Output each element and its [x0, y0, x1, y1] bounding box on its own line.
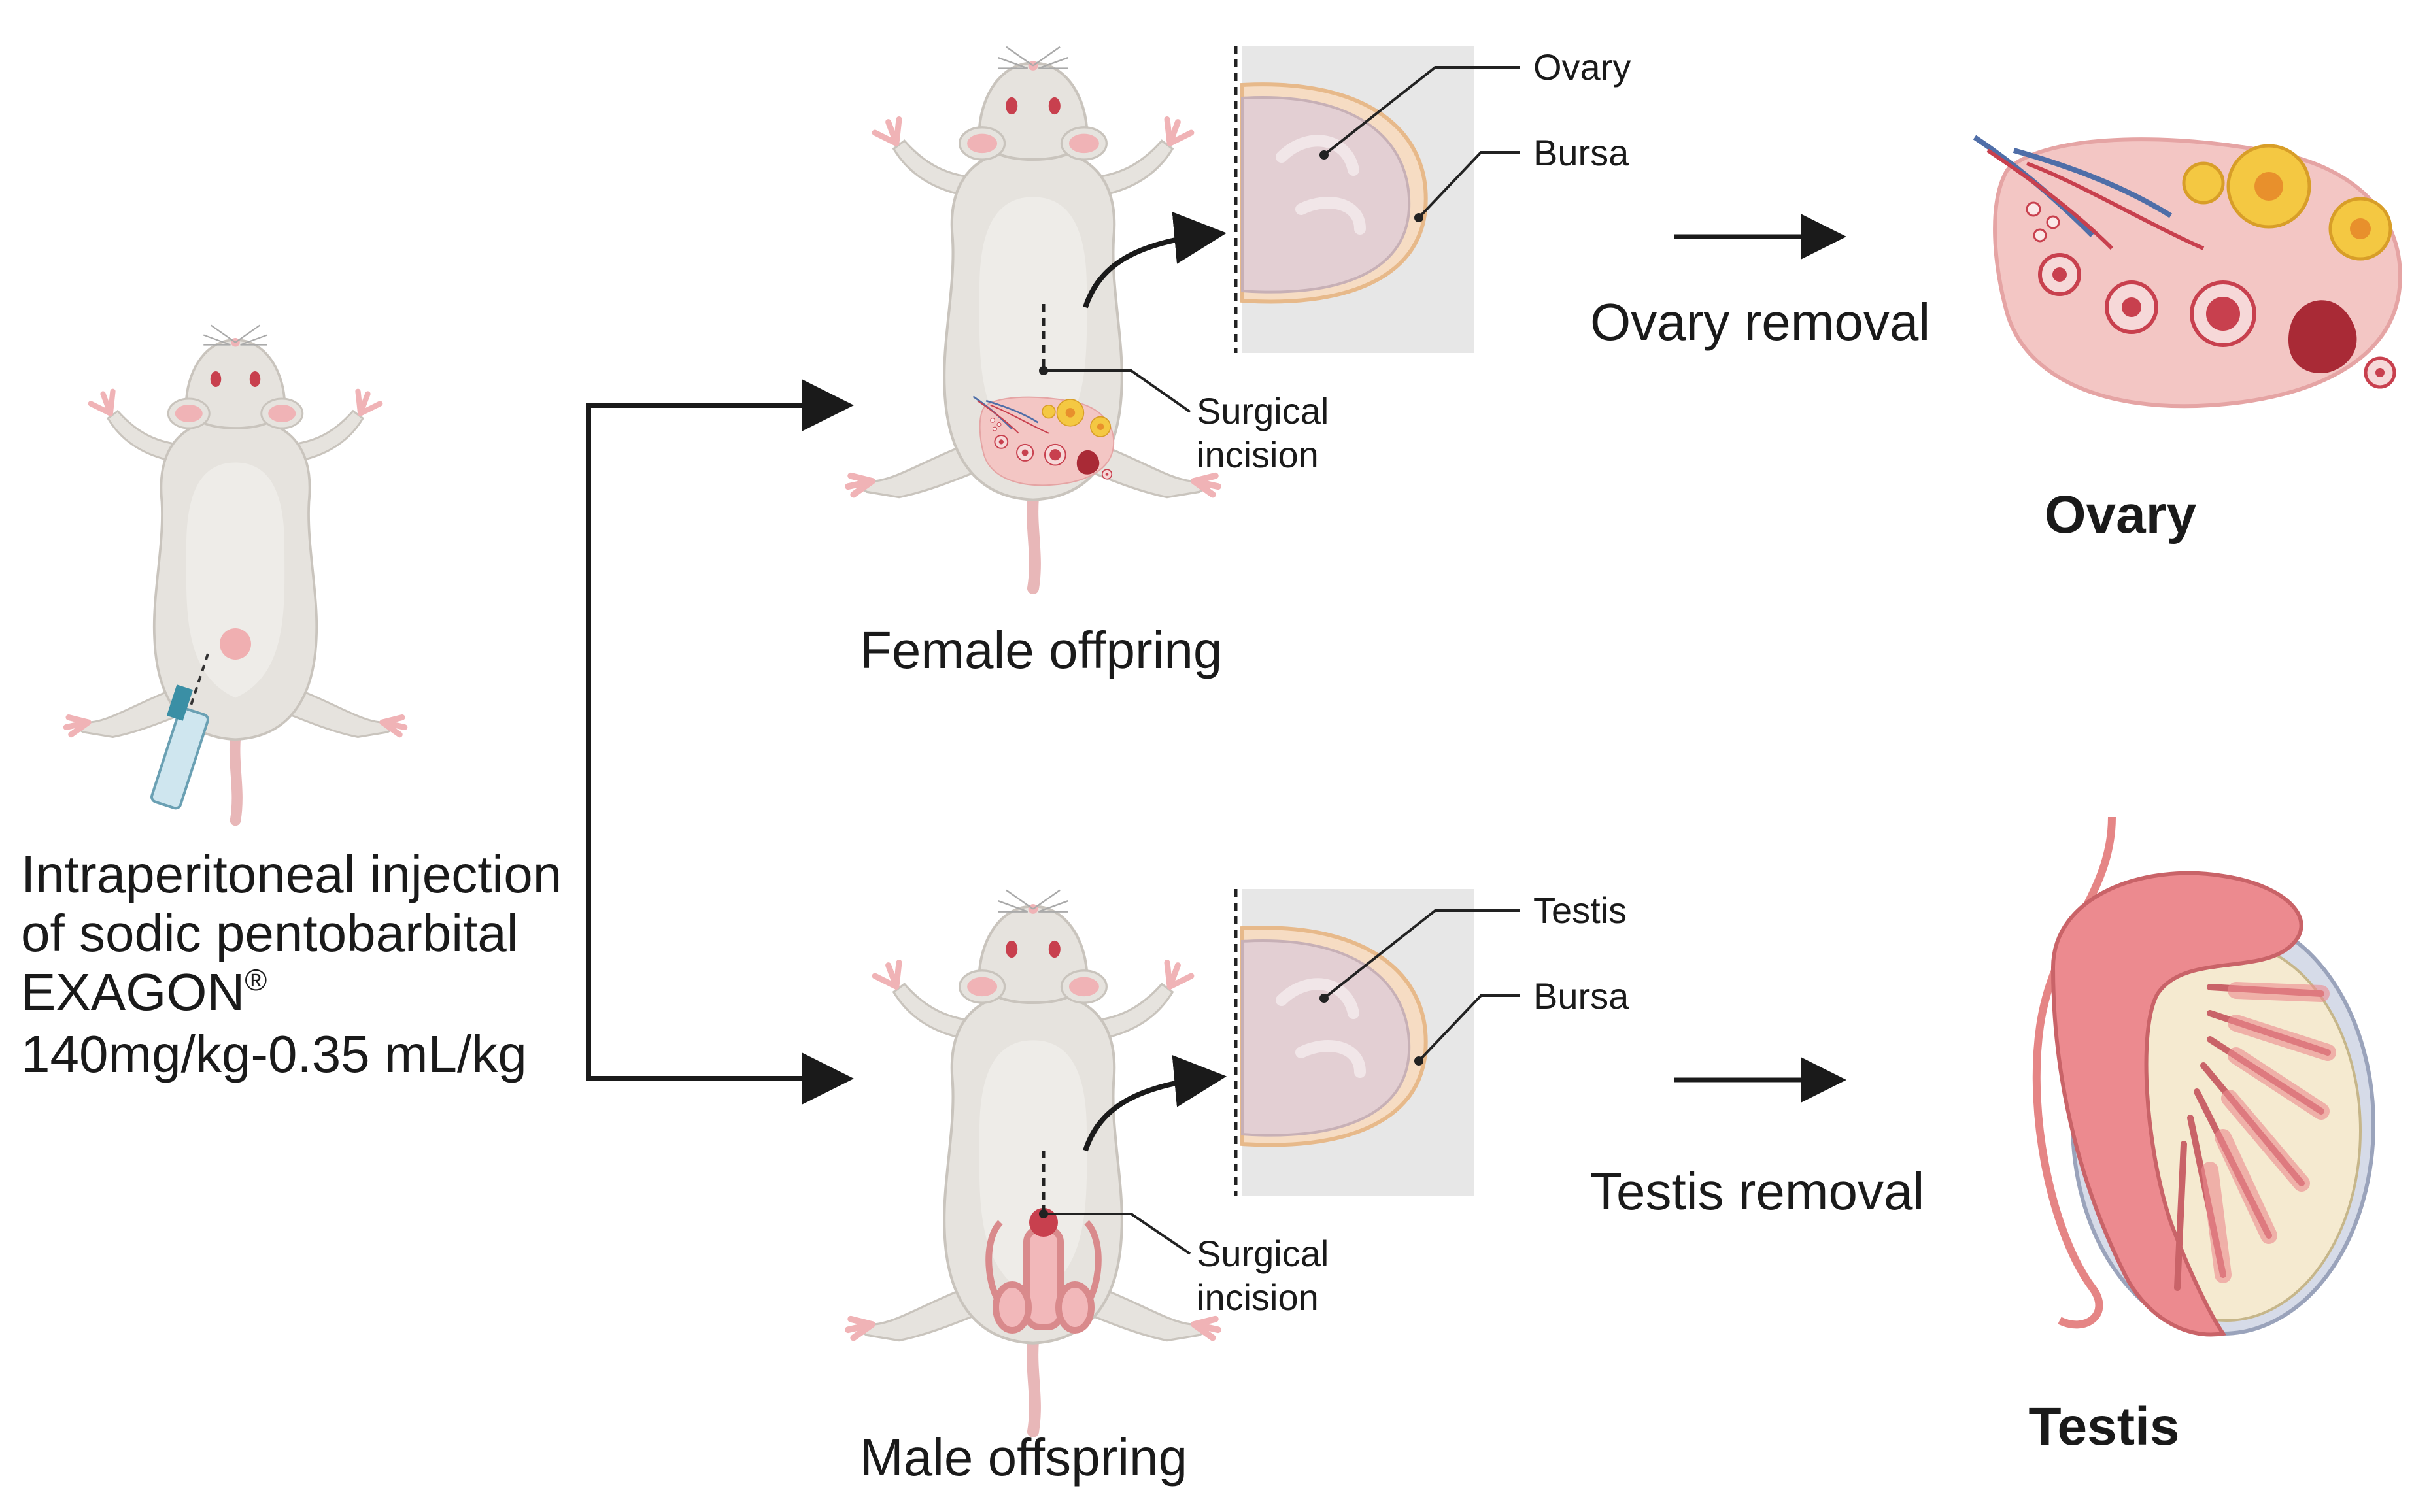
branch-connector	[586, 379, 854, 1105]
syringe-icon	[150, 653, 209, 810]
female-caption: Female offpring	[860, 621, 1222, 679]
female-mouse-illustration	[848, 47, 1218, 588]
injection-line-3: EXAGON®	[21, 963, 267, 1021]
ovary-result-label: Ovary	[2045, 485, 2197, 545]
male-inset	[1234, 889, 1474, 1196]
injection-line-1: Intraperitoneal injection	[21, 845, 562, 903]
injection-line-4: 140mg/kg-0.35 mL/kg	[21, 1025, 527, 1083]
female-incision-leader	[1044, 369, 1191, 413]
male-callout-top: Testis	[1533, 890, 1627, 931]
female-callout-bottom: Bursa	[1533, 132, 1629, 173]
male-mouse-illustration	[848, 890, 1218, 1432]
male-incision-leader	[1044, 1213, 1191, 1255]
ovary-illustration	[1975, 137, 2400, 406]
male-callout-top-leader	[1323, 909, 1520, 1000]
male-caption: Male offspring	[860, 1428, 1187, 1487]
registered-mark: ®	[245, 963, 267, 997]
male-incision-label-1: Surgical	[1197, 1233, 1329, 1274]
male-organs-in-body	[985, 1208, 1102, 1334]
female-callout-bottom-leader	[1418, 151, 1520, 219]
female-incision-label-2: incision	[1197, 434, 1319, 475]
female-callout-top: Ovary	[1533, 46, 1631, 88]
male-zoom-arrow	[1083, 1055, 1227, 1152]
female-step-label: Ovary removal	[1590, 293, 1930, 351]
male-callout-bottom-leader	[1418, 994, 1520, 1062]
male-incision-label-2: incision	[1197, 1277, 1319, 1318]
injection-line-2: of sodic pentobarbital	[21, 904, 518, 962]
male-step-label: Testis removal	[1590, 1162, 1924, 1220]
female-incision-label-1: Surgical	[1197, 390, 1329, 431]
testis-result-label: Testis	[2029, 1397, 2180, 1456]
female-inset	[1234, 46, 1474, 353]
male-callout-bottom: Bursa	[1533, 975, 1629, 1016]
female-zoom-arrow	[1083, 212, 1227, 309]
injected-mouse-illustration	[66, 326, 405, 821]
testis-illustration	[2037, 817, 2373, 1335]
female-callout-top-leader	[1323, 66, 1520, 156]
